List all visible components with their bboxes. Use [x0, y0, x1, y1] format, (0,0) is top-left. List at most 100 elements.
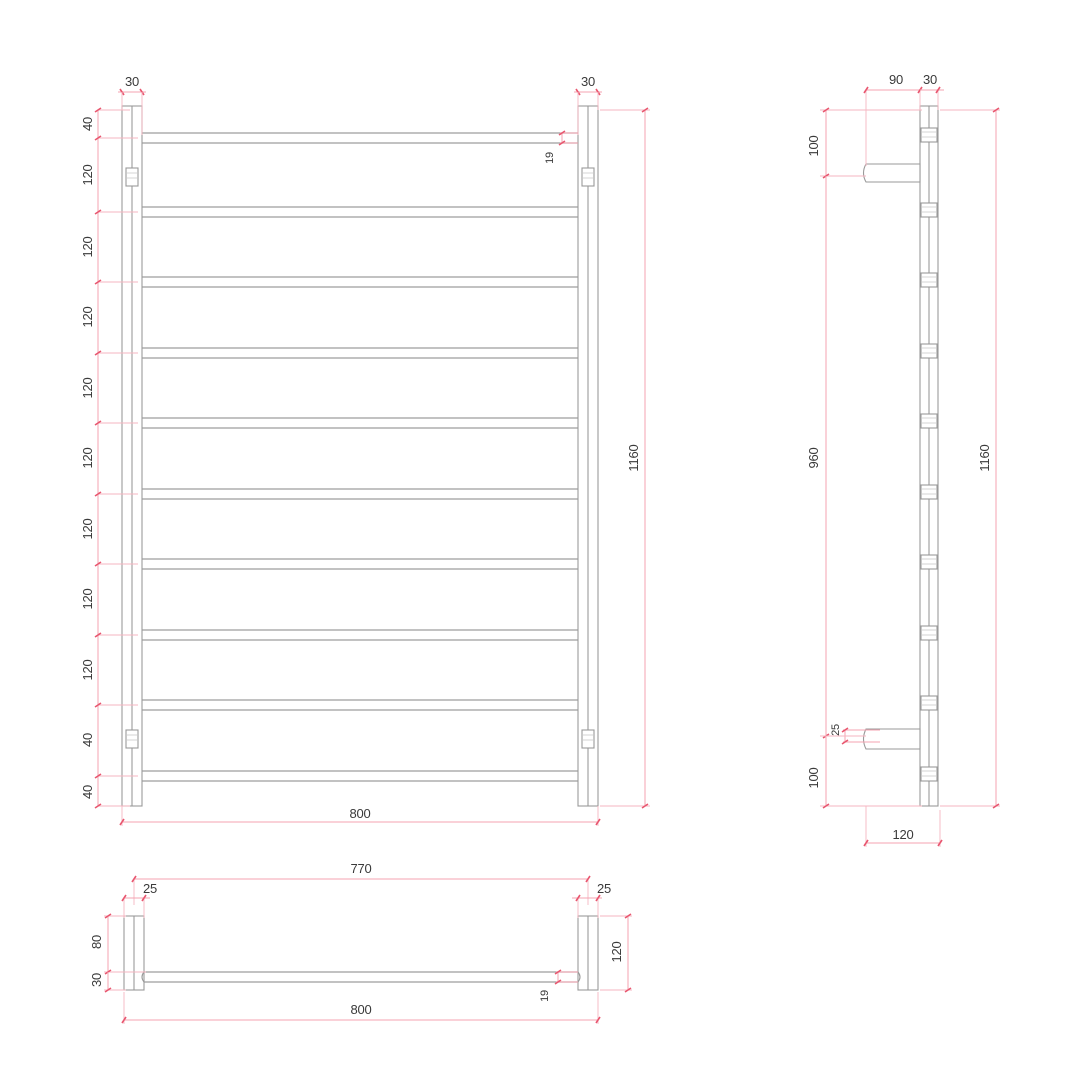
label-front-top-left: 30: [125, 74, 139, 89]
label-front-height: 1160: [626, 444, 641, 471]
label-plan-inner-width: 770: [350, 861, 371, 876]
plan-800-tick-left: [121, 1016, 127, 1024]
plan-25L-tick-b: [141, 894, 147, 902]
side-rung-stub-2: [920, 202, 938, 218]
front-right-mount-top: [581, 167, 595, 187]
front-rungs: [142, 132, 578, 782]
side-rung-stub-1: [920, 127, 938, 143]
side-90-tick-left: [863, 86, 869, 94]
label-front-chain-7: 120: [80, 518, 95, 539]
side-rung-stub-8: [920, 625, 938, 641]
label-front-chain-2: 120: [80, 164, 95, 185]
plan-25L-tick-a: [121, 894, 127, 902]
label-plan-rail-thickness: 19: [539, 990, 551, 1002]
front-view-dimensions: [94, 88, 650, 826]
front-chain-tick-8: [94, 632, 102, 638]
label-front-chain-4: 120: [80, 306, 95, 327]
front-left-mount-bottom: [125, 729, 139, 749]
label-side-100-bottom: 100: [806, 767, 821, 788]
front-chain-tick-1: [94, 135, 102, 141]
front-19-tick-b: [558, 140, 566, 146]
side-rung-stub-4: [920, 343, 938, 359]
side-120-tick-left: [863, 839, 869, 847]
front-chain-tick-3: [94, 279, 102, 285]
side-view-geometry: [862, 105, 939, 807]
plan-19-tick-a: [554, 969, 562, 975]
label-side-100-top: 100: [806, 135, 821, 156]
side-view-dimensions: [820, 86, 1000, 847]
plan-25R-tick-b: [595, 894, 601, 902]
label-side-base-width: 120: [892, 827, 913, 842]
label-plan-25-left: 25: [143, 881, 157, 896]
label-plan-depth-lower: 30: [89, 973, 104, 987]
front-rung-6: [142, 488, 578, 500]
front-left-mount-top: [125, 167, 139, 187]
front-rung-9: [142, 699, 578, 711]
side-1160-tick-bottom: [992, 803, 1000, 809]
label-side-960: 960: [806, 447, 821, 468]
front-rung-4: [142, 347, 578, 359]
front-chain-tick-4: [94, 350, 102, 356]
plan-80-tick-a: [104, 913, 112, 919]
label-side-bracket-reach: 90: [889, 72, 903, 87]
side-100bot-tick-b: [822, 803, 830, 809]
plan-25R-tick-a: [575, 894, 581, 902]
front-rung-1: [142, 132, 578, 144]
plan-120-tick-a: [624, 913, 632, 919]
front-rung-3: [142, 276, 578, 288]
side-bracket-top: [862, 163, 921, 183]
label-front-chain-10: 40: [80, 733, 95, 747]
front-chain-tick-0: [94, 107, 102, 113]
label-plan-depth-right: 120: [609, 941, 624, 962]
side-1160-tick-top: [992, 107, 1000, 113]
label-side-height: 1160: [977, 444, 992, 471]
label-front-chain-5: 120: [80, 377, 95, 398]
front-rung-8: [142, 629, 578, 641]
label-front-width: 800: [349, 806, 370, 821]
plan-19-tick-b: [554, 979, 562, 985]
side-bracket-bottom: [862, 728, 921, 750]
front-rung-10: [142, 770, 578, 782]
side-30-tick-right: [935, 86, 941, 94]
front-rung-7: [142, 558, 578, 570]
plan-rail-right-cap: [577, 971, 581, 983]
front-chain-tick-5: [94, 420, 102, 426]
plan-770-tick-right: [585, 875, 591, 883]
front-chain-tick-11: [94, 803, 102, 809]
front-800-tick-left: [119, 818, 125, 826]
label-front-chain-9: 120: [80, 659, 95, 680]
front-rung-5: [142, 417, 578, 429]
label-front-chain-8: 120: [80, 588, 95, 609]
side-25-tick-b: [841, 739, 849, 745]
label-front-chain-11: 40: [80, 785, 95, 799]
side-rung-stub-6: [920, 484, 938, 500]
front-800-tick-right: [595, 818, 601, 826]
side-rung-stub-3: [920, 272, 938, 288]
front-1160-tick-bottom: [641, 803, 649, 809]
front-chain-tick-7: [94, 561, 102, 567]
side-rung-stub-7: [920, 554, 938, 570]
plan-30-tick-b: [104, 987, 112, 993]
label-front-top-right: 30: [581, 74, 595, 89]
side-120-tick-right: [937, 839, 943, 847]
label-front-chain-1: 40: [80, 117, 95, 131]
label-plan-depth-upper: 80: [89, 935, 104, 949]
label-side-25: 25: [830, 724, 842, 736]
side-25-tick-a: [841, 727, 849, 733]
front-chain-tick-10: [94, 773, 102, 779]
dimension-labels: 30 30 40 120 120 120 120 120 120 120 120…: [80, 72, 992, 1017]
plan-view-geometry: [123, 915, 599, 991]
side-rung-stub-9: [920, 695, 938, 711]
side-rung-stub-10: [920, 766, 938, 782]
label-front-chain-3: 120: [80, 236, 95, 257]
front-chain-tick-2: [94, 209, 102, 215]
front-chain-tick-9: [94, 702, 102, 708]
label-side-post-depth: 30: [923, 72, 937, 87]
front-19-tick-a: [558, 130, 566, 136]
label-plan-25-right: 25: [597, 881, 611, 896]
front-rung-2: [142, 206, 578, 218]
plan-800-tick-right: [595, 1016, 601, 1024]
plan-120-tick-b: [624, 987, 632, 993]
plan-view-dimensions: [104, 875, 632, 1024]
